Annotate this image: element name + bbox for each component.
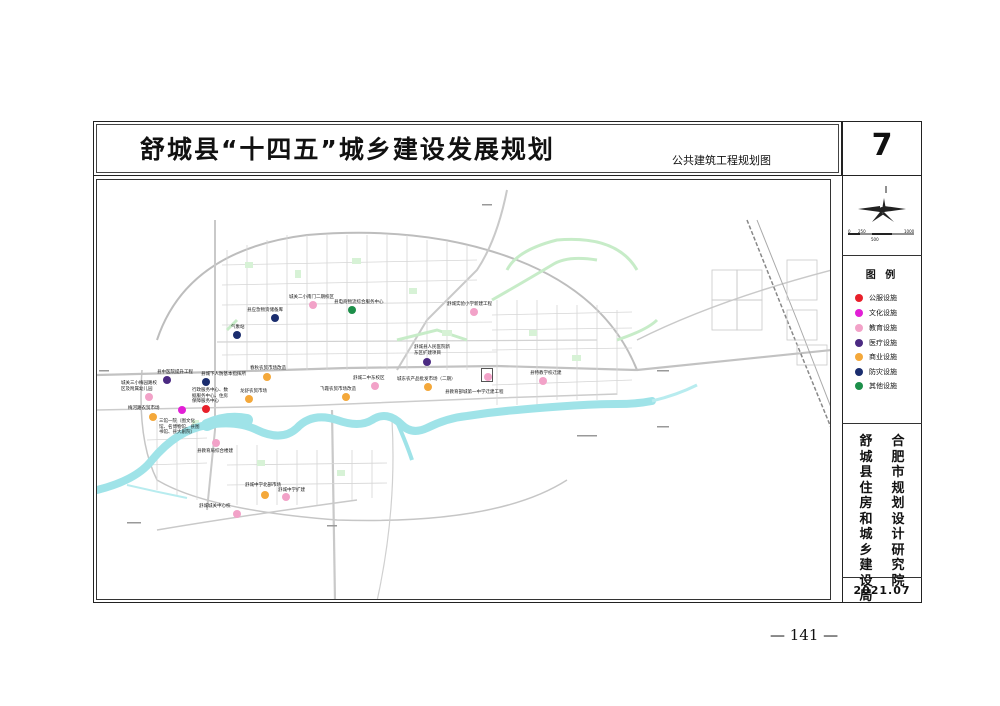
facility-label: 行政服务中心、数据服务中心、住房保障服务中心: [192, 388, 228, 404]
facility-label: 县教育局综合楼建: [197, 449, 233, 454]
facility-marker-education[interactable]: [233, 510, 241, 518]
legend-dot-icon: [855, 294, 863, 302]
scale-tick: 1000: [904, 229, 915, 234]
scale-tick: 0: [848, 229, 851, 234]
facility-marker-education[interactable]: [212, 439, 220, 447]
facility-label: 县电商物流综合服务中心: [334, 300, 384, 305]
map-subtitle: 公共建筑工程规划图: [672, 154, 771, 167]
legend-label: 防灾设施: [869, 368, 897, 376]
facility-label: 城关三小梅园路校区及附属幼儿园: [121, 381, 157, 392]
legend-dot-icon: [855, 382, 863, 390]
map-title: 舒城县“十四五”城乡建设发展规划: [140, 135, 555, 164]
side-panel: [842, 176, 922, 603]
facility-marker-commercial[interactable]: [245, 395, 253, 403]
facility-label: 飞霞农贸市场改造: [320, 387, 356, 392]
facility-label: 舒城二中东校区: [353, 376, 385, 381]
facility-marker-education[interactable]: [484, 373, 492, 381]
legend-item-commercial: 商业设施: [855, 352, 897, 362]
title-bar: [93, 121, 842, 176]
facility-label: 舒城中学北部市场: [245, 483, 281, 488]
legend-label: 公服设施: [869, 294, 897, 302]
scale-tick: 250: [858, 229, 866, 234]
facility-label: 龙舒农贸市场: [240, 389, 267, 394]
legend-label: 商业设施: [869, 353, 897, 361]
facility-label: 舒城中学扩建: [278, 488, 305, 493]
facility-marker-commercial[interactable]: [424, 383, 432, 391]
facility-marker-education[interactable]: [282, 493, 290, 501]
site-outline: [481, 368, 493, 382]
facility-label: 舒城实验小学新建工程: [447, 302, 492, 307]
figure-number: 7: [871, 128, 893, 163]
facility-label: 县城下人防基本指挥所: [201, 372, 246, 377]
facility-marker-culture[interactable]: [178, 406, 186, 414]
map-area: 城关二小南门二期校区 县应急物资储备库 气象站 县电商物流综合服务中心 舒城实验…: [96, 179, 831, 600]
facility-marker-commercial[interactable]: [263, 373, 271, 381]
legend-item-culture: 文化设施: [855, 308, 897, 318]
legend-dot-icon: [855, 368, 863, 376]
map-date: 2021.07: [853, 584, 911, 597]
facility-marker-disaster[interactable]: [233, 331, 241, 339]
facility-marker-commercial[interactable]: [342, 393, 350, 401]
legend-item-education: 教育设施: [855, 323, 897, 333]
facility-label: 气象站: [231, 325, 245, 330]
legend-label: 文化设施: [869, 309, 897, 317]
legend-dot-icon: [855, 339, 863, 347]
facility-marker-medical[interactable]: [423, 358, 431, 366]
legend-item-other: 其他设施: [855, 381, 897, 391]
facility-label: 县中医院提升工程: [157, 370, 193, 375]
facility-label: 三馆一院（图文化馆、名博物馆、县图书馆、县大剧院）: [159, 419, 200, 435]
facility-label: 舒城县人民医院新东区扩建项目: [414, 345, 450, 356]
legend-dot-icon: [855, 324, 863, 332]
facility-label: 城关二小南门二期校区: [289, 295, 334, 300]
org-planning-institute: 合肥市规划设计研究院: [891, 434, 905, 589]
scale-tick: 500: [871, 237, 879, 242]
facility-marker-education[interactable]: [539, 377, 547, 385]
facility-label: 县应急物资储备库: [247, 308, 283, 313]
legend-item-public-service: 公服设施: [855, 293, 897, 303]
legend-title: 图 例: [865, 270, 899, 281]
facility-marker-education[interactable]: [309, 301, 317, 309]
facility-label: 县教育部城第一中学迁建工程: [445, 390, 504, 395]
facility-marker-disaster[interactable]: [271, 314, 279, 322]
facility-marker-public-service[interactable]: [202, 405, 210, 413]
facility-marker-education[interactable]: [371, 382, 379, 390]
legend-box: [842, 256, 922, 424]
facility-marker-commercial[interactable]: [149, 413, 157, 421]
compass-rose: [848, 186, 914, 235]
legend-dot-icon: [855, 353, 863, 361]
facility-marker-education[interactable]: [470, 308, 478, 316]
facility-marker-commercial[interactable]: [261, 491, 269, 499]
legend-label: 其他设施: [869, 382, 897, 390]
facility-marker-other[interactable]: [348, 306, 356, 314]
facility-marker-education[interactable]: [145, 393, 153, 401]
facility-label: 梅河路农贸市场: [128, 406, 160, 411]
legend-item-disaster: 防灾设施: [855, 367, 897, 377]
legend-dot-icon: [855, 309, 863, 317]
figure-number-box: [842, 121, 922, 176]
organization-box: [842, 424, 922, 578]
city-map: [97, 189, 830, 599]
title-bar-inner: [96, 124, 839, 173]
compass-box: 0 250 500 1000: [842, 176, 922, 256]
page-number: — 141 —: [770, 626, 839, 644]
facility-label: 舒城城关中心校: [199, 504, 231, 509]
legend-item-medical: 医疗设施: [855, 338, 897, 348]
legend-label: 医疗设施: [869, 339, 897, 347]
org-housing-bureau: 舒城县住房和城乡建设局: [859, 434, 873, 604]
facility-marker-medical[interactable]: [163, 376, 171, 384]
facility-label: 县特教学校迁建: [530, 371, 562, 376]
facility-label: 春秋农贸市场改造: [250, 366, 286, 371]
facility-label: 城东农产品批发市场（二期）: [397, 377, 456, 382]
legend-label: 教育设施: [869, 324, 897, 332]
facility-marker-disaster[interactable]: [202, 378, 210, 386]
